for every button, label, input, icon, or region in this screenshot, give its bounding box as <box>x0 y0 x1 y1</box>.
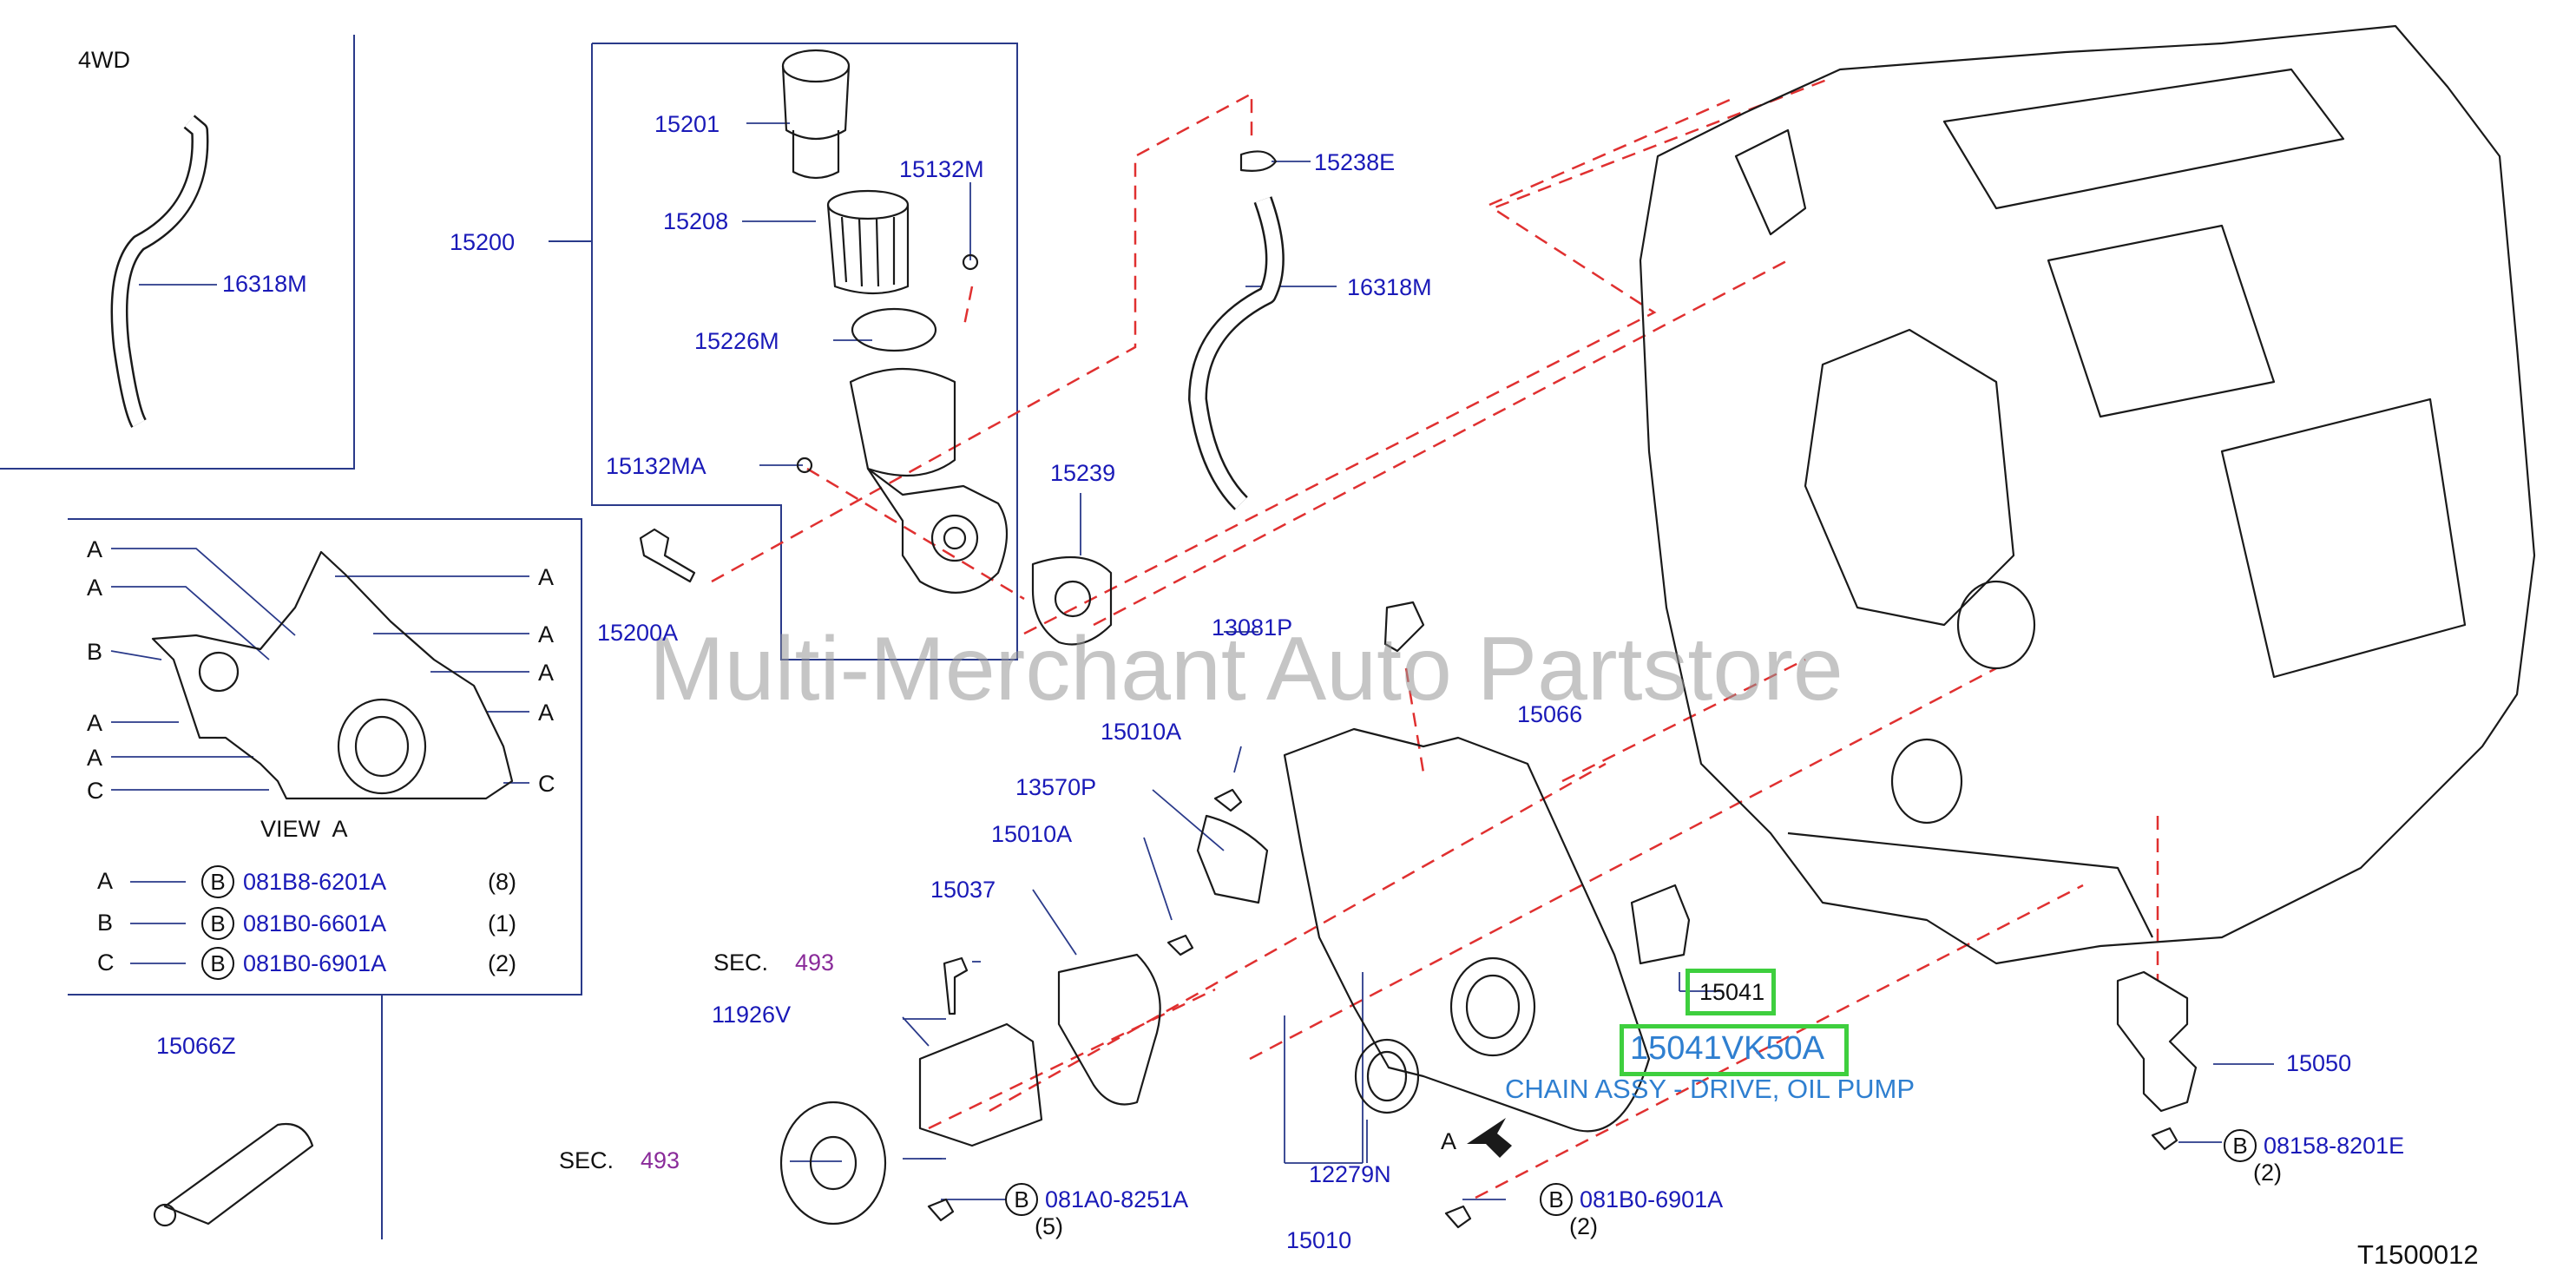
view-a-callout-c1: C <box>87 778 104 804</box>
part-label-15208[interactable]: 15208 <box>663 208 729 234</box>
view-a-callout-b: B <box>87 639 103 665</box>
highlight-box-15041 <box>1686 969 1776 1015</box>
part-label-15037[interactable]: 15037 <box>930 877 996 903</box>
bolt-row-letter: A <box>97 868 114 894</box>
section-ref-number-upper[interactable]: 493 <box>795 950 835 976</box>
part-label-15239[interactable]: 15239 <box>1050 460 1116 486</box>
bolt-qty: (8) <box>488 869 516 895</box>
view-a-callout-a5: A <box>538 564 555 590</box>
view-a-leaders <box>110 548 529 964</box>
part-label-15238e[interactable]: 15238E <box>1314 149 1396 175</box>
part-label-15050[interactable]: 15050 <box>2286 1050 2352 1076</box>
view-arrow <box>1467 1118 1512 1158</box>
bolt-part-number[interactable]: 081B0-6901A <box>1580 1186 1724 1212</box>
section-ref-number-lower[interactable]: 493 <box>641 1147 680 1173</box>
part-outlines <box>110 24 2536 1229</box>
part-label-15132ma[interactable]: 15132MA <box>606 453 706 479</box>
part-label-15132m[interactable]: 15132M <box>899 156 984 182</box>
bolt-row-letter: B <box>97 910 114 936</box>
bolt-qty: (2) <box>1569 1213 1598 1239</box>
part-label-15201[interactable]: 15201 <box>654 111 720 137</box>
part-label-15226m[interactable]: 15226M <box>694 328 779 354</box>
view-a-caption: VIEW A <box>260 816 348 842</box>
view-a-callout-a3: A <box>87 710 103 736</box>
part-label-15010a-upper[interactable]: 15010A <box>1101 719 1182 745</box>
part-label-15066z[interactable]: 15066Z <box>156 1033 236 1059</box>
part-label-16318m-4wd[interactable]: 16318M <box>222 271 307 297</box>
b-circle-icon: B <box>201 907 234 940</box>
part-number-15041vk50a[interactable]: 15041VK50A <box>1630 1030 1824 1067</box>
leader-lines <box>139 122 2274 1200</box>
part-label-13081p[interactable]: 13081P <box>1212 614 1293 641</box>
part-label-15200a[interactable]: 15200A <box>597 620 679 646</box>
b-circle-icon: B <box>2224 1129 2257 1162</box>
view-a-callout-a4: A <box>87 745 103 771</box>
diagram-code: T1500012 <box>2357 1239 2479 1270</box>
view-a-callout-a6: A <box>538 621 555 647</box>
part-label-11926v[interactable]: 11926V <box>712 1002 792 1028</box>
view-a-callout-a1: A <box>87 536 103 562</box>
bolt-qty: (1) <box>488 910 516 936</box>
bolt-qty: (2) <box>2253 1160 2282 1186</box>
part-label-13570p[interactable]: 13570P <box>1015 774 1097 800</box>
bolt-part-number[interactable]: 08158-8201E <box>2264 1133 2405 1159</box>
watermark: Multi-Merchant Auto Partstore <box>649 619 1843 720</box>
bolt-row-letter: C <box>97 950 115 976</box>
part-label-15041[interactable]: 15041 <box>1699 979 1765 1005</box>
part-label-15066[interactable]: 15066 <box>1517 701 1583 727</box>
view-a-callout-a8: A <box>538 700 555 726</box>
b-circle-icon: B <box>201 865 234 898</box>
part-description: CHAIN ASSY - DRIVE, OIL PUMP <box>1505 1074 1916 1104</box>
inset-4wd-title: 4WD <box>78 47 130 73</box>
b-circle-icon: B <box>1005 1183 1038 1216</box>
part-label-12279n[interactable]: 12279N <box>1309 1161 1391 1187</box>
view-a-callout-c2: C <box>538 771 555 797</box>
section-ref-label-upper: SEC. <box>713 950 769 976</box>
bolt-qty: (2) <box>488 950 516 976</box>
bolt-part-number[interactable]: 081B0-6901A <box>243 950 387 976</box>
part-label-15010a-lower[interactable]: 15010A <box>991 821 1073 847</box>
frame-lines <box>0 35 1018 1239</box>
view-arrow-label: A <box>1441 1128 1457 1154</box>
view-a-callout-a7: A <box>538 660 555 686</box>
bolt-part-number[interactable]: 081A0-8251A <box>1045 1186 1189 1212</box>
view-a-callout-a2: A <box>87 575 103 601</box>
part-label-15010[interactable]: 15010 <box>1286 1227 1352 1253</box>
b-circle-icon: B <box>201 947 234 980</box>
section-ref-label-lower: SEC. <box>559 1147 614 1173</box>
part-label-16318m[interactable]: 16318M <box>1347 274 1432 300</box>
dashed-guides <box>711 76 2159 1199</box>
b-circle-icon: B <box>1540 1183 1573 1216</box>
bolt-part-number[interactable]: 081B8-6201A <box>243 869 387 895</box>
bolt-qty: (5) <box>1035 1213 1063 1239</box>
bolt-part-number[interactable]: 081B0-6601A <box>243 910 387 936</box>
highlight-box-15041vk50a <box>1620 1024 1849 1076</box>
part-label-15200[interactable]: 15200 <box>450 229 516 255</box>
